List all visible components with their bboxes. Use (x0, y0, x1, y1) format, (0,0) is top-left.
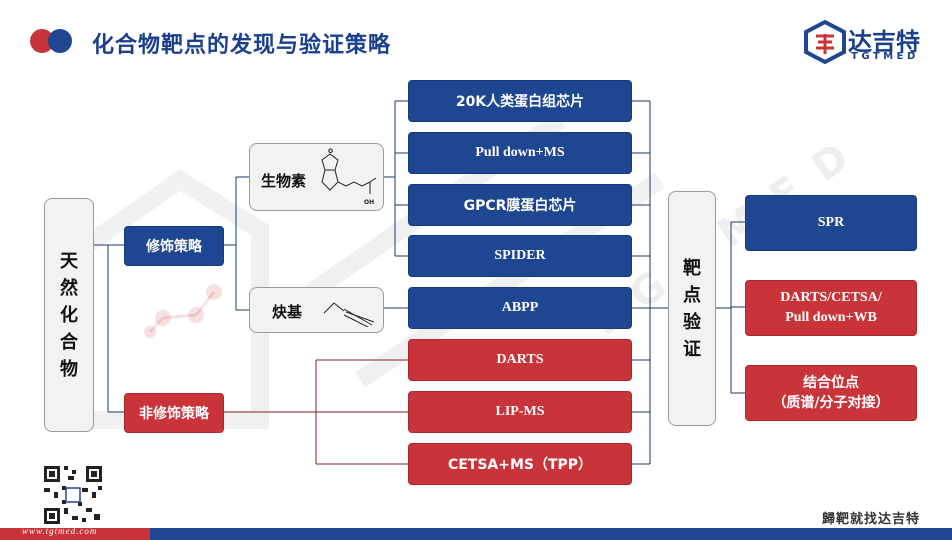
method-lip-ms: LIP-MS (408, 391, 632, 433)
mod-strategy-box: 修饰策略 (124, 226, 224, 266)
alkyne-structure-icon (323, 302, 375, 327)
validation-binding-site-line2: （质谱/分子对接） (772, 395, 890, 411)
method-pulldown-ms: Pull down+MS (408, 132, 632, 174)
method-cetsa-ms: CETSA+MS（TPP） (408, 443, 632, 485)
validation-spr: SPR (745, 195, 917, 251)
target-validation-char: 点 (683, 284, 701, 306)
target-validation-char: 证 (683, 338, 701, 360)
validation-binding-site: 结合位点 （质谱/分子对接） (745, 365, 917, 421)
biotin-label: 生物素 (261, 172, 307, 190)
footer-slogan: 歸靶就找达吉特 (822, 512, 921, 527)
qr-code-icon (42, 464, 104, 526)
logo-icon (804, 20, 846, 64)
footer-bar-blue (150, 528, 952, 540)
target-validation-char: 靶 (683, 257, 701, 279)
watermark-molecule-icon (144, 284, 222, 338)
method-protein-chip: 20K人类蛋白组芯片 (408, 80, 632, 122)
natural-compound-char: 然 (60, 277, 78, 299)
target-validation-box: 靶 点 验 证 (668, 191, 716, 426)
hydroxyl-label: OH (364, 199, 374, 206)
footer-bar-red (0, 528, 150, 540)
natural-compound-char: 天 (60, 250, 78, 272)
alkyne-box: 炔基 (249, 287, 384, 333)
biotin-structure-icon: O OH (321, 148, 377, 206)
natural-compound-char: 合 (60, 331, 78, 353)
footer-url: www.tgtmed.com (22, 526, 98, 536)
validation-binding-site-line1: 结合位点 (803, 375, 859, 391)
alkyne-label: 炔基 (272, 303, 303, 321)
validation-darts-cetsa: DARTS/CETSA/ Pull down+WB (745, 280, 917, 336)
header-dot-blue (48, 29, 72, 53)
method-gpcr-chip: GPCR膜蛋白芯片 (408, 184, 632, 226)
logo-subtext: TGTMED (851, 51, 919, 62)
validation-darts-cetsa-line1: DARTS/CETSA/ (780, 290, 882, 305)
logo-text: 达吉特 (848, 28, 920, 56)
method-spider: SPIDER (408, 235, 632, 277)
method-darts: DARTS (408, 339, 632, 381)
natural-compound-box: 天 然 化 合 物 (44, 198, 94, 432)
carbonyl-o-label: O (328, 148, 333, 155)
method-gpcr-chip-label: GPCR膜蛋白芯片 (463, 198, 577, 214)
biotin-box: 生物素 O OH (249, 143, 384, 211)
nonmod-strategy-box: 非修饰策略 (124, 393, 224, 433)
page-title: 化合物靶点的发现与验证策略 (92, 33, 392, 58)
natural-compound-char: 物 (60, 358, 78, 380)
natural-compound-char: 化 (60, 304, 78, 326)
validation-darts-cetsa-line2: Pull down+WB (785, 310, 877, 325)
method-abpp: ABPP (408, 287, 632, 329)
target-validation-char: 验 (683, 311, 701, 333)
method-protein-chip-label: 20K人类蛋白组芯片 (455, 94, 585, 110)
method-cetsa-ms-label: CETSA+MS（TPP） (447, 457, 593, 473)
